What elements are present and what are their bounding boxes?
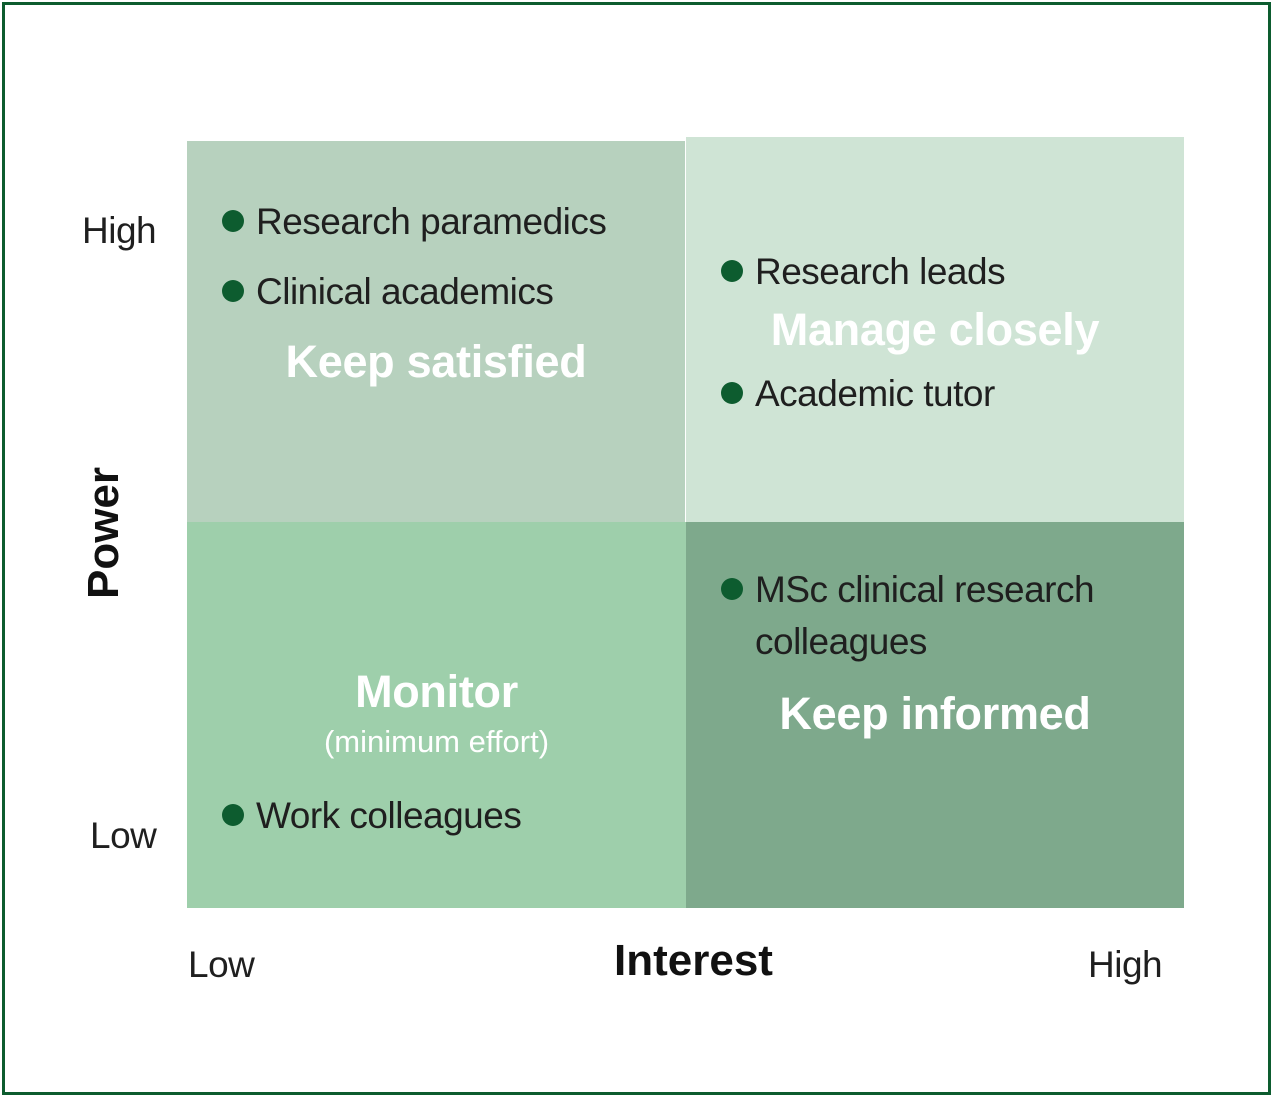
bullet-dot	[222, 210, 244, 232]
stakeholder-item: Academic tutor	[721, 368, 995, 420]
quadrant-keep-satisfied	[187, 141, 685, 522]
stakeholder-label: Clinical academics	[256, 271, 554, 312]
quadrant-monitor	[187, 522, 686, 908]
quadrant-label: Keep informed	[779, 688, 1091, 739]
bullet-dot	[222, 280, 244, 302]
stakeholder-label: Work colleagues	[256, 795, 522, 836]
y-axis-low-label: Low	[90, 815, 157, 856]
quadrant-manage-closely	[686, 137, 1184, 522]
stakeholder-item: Work colleagues	[222, 790, 522, 842]
stakeholder-item: Research leads	[721, 246, 1006, 298]
y-axis-title: Power	[79, 466, 128, 600]
stakeholder-label: Research paramedics	[256, 201, 607, 242]
stakeholder-label: Academic tutor	[755, 373, 995, 414]
stakeholder-label: Research leads	[755, 251, 1006, 292]
y-axis-high-label: High	[82, 210, 157, 251]
stakeholder-item: MSc clinical research colleagues	[721, 564, 1101, 668]
x-axis-title: Interest	[614, 936, 773, 985]
bullet-dot	[721, 382, 743, 404]
stakeholder-item: Clinical academics	[222, 266, 554, 318]
bullet-dot	[222, 804, 244, 826]
bullet-dot	[721, 260, 743, 282]
quadrant-keep-informed	[686, 522, 1184, 908]
quadrant-sublabel: (minimum effort)	[323, 724, 550, 759]
quadrant-label: Keep satisfied	[285, 336, 587, 387]
stakeholder-item: Research paramedics	[222, 196, 607, 248]
bullet-dot	[721, 578, 743, 600]
quadrant-label: Manage closely	[770, 304, 1100, 355]
stakeholder-label: MSc clinical research colleagues	[755, 569, 1095, 662]
quadrant-label: Monitor	[355, 666, 518, 717]
x-axis-low-label: Low	[188, 944, 255, 985]
x-axis-high-label: High	[1088, 944, 1163, 985]
